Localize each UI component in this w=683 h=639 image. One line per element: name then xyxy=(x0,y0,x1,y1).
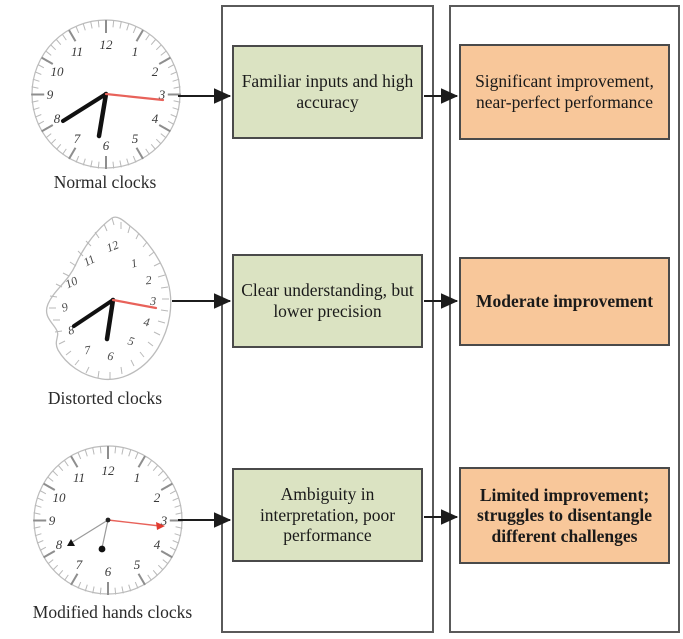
svg-text:1: 1 xyxy=(129,256,138,271)
svg-text:2: 2 xyxy=(145,273,152,288)
hour-hand xyxy=(72,298,115,328)
distorted-outline xyxy=(45,216,172,381)
outcome-box-modified-hands[interactable]: Limited improvement; struggles to disent… xyxy=(459,467,670,564)
observation-box-distorted[interactable]: Clear understanding, but lower precision xyxy=(232,254,423,348)
svg-text:9: 9 xyxy=(49,513,56,528)
svg-text:7: 7 xyxy=(76,557,83,572)
svg-text:6: 6 xyxy=(103,138,110,153)
svg-text:12: 12 xyxy=(104,238,120,255)
svg-text:4: 4 xyxy=(152,111,159,126)
svg-text:10: 10 xyxy=(51,64,65,79)
svg-text:5: 5 xyxy=(126,334,136,349)
clock-label-modified-hands: Modified hands clocks xyxy=(32,602,193,622)
svg-text:2: 2 xyxy=(152,64,159,79)
svg-text:6: 6 xyxy=(107,349,115,364)
svg-text:2: 2 xyxy=(154,490,161,505)
svg-text:1: 1 xyxy=(134,470,141,485)
svg-text:9: 9 xyxy=(60,300,70,315)
svg-text:7: 7 xyxy=(74,131,81,146)
hour-hand xyxy=(70,519,109,544)
outcome-box-normal[interactable]: Significant improvement, near-perfect pe… xyxy=(459,44,670,140)
svg-text:8: 8 xyxy=(54,111,61,126)
second-hand-arrow-marker xyxy=(156,522,165,530)
svg-text:8: 8 xyxy=(66,323,75,338)
svg-text:8: 8 xyxy=(56,537,63,552)
hour-hand-triangle-marker xyxy=(67,539,75,546)
clock-distorted-image: 12 1 2 3 4 5 6 7 8 9 10 11 xyxy=(45,216,172,381)
minute-hand xyxy=(104,297,116,342)
svg-text:3: 3 xyxy=(158,87,166,102)
svg-text:12: 12 xyxy=(102,463,116,478)
minute-hand xyxy=(96,91,109,139)
svg-text:11: 11 xyxy=(71,44,83,59)
clock-label-normal: Normal clocks xyxy=(53,172,157,192)
minute-hand xyxy=(101,519,109,549)
svg-text:10: 10 xyxy=(63,274,80,292)
svg-text:7: 7 xyxy=(83,343,92,358)
second-hand xyxy=(107,519,161,527)
observation-box-modified-hands[interactable]: Ambiguity in interpretation, poor perfor… xyxy=(232,468,423,562)
svg-text:4: 4 xyxy=(154,537,161,552)
clock-center-dot xyxy=(105,517,111,523)
svg-text:9: 9 xyxy=(47,87,54,102)
hour-hand xyxy=(61,92,108,123)
svg-text:3: 3 xyxy=(160,513,168,528)
svg-text:6: 6 xyxy=(105,564,112,579)
clock-face-distorted: 12 1 2 3 4 5 6 7 8 9 10 11 xyxy=(45,216,172,381)
second-hand xyxy=(111,298,158,310)
svg-text:5: 5 xyxy=(132,131,139,146)
svg-text:5: 5 xyxy=(134,557,141,572)
second-hand xyxy=(104,92,165,102)
clock-label-distorted: Distorted clocks xyxy=(47,388,163,408)
observation-box-normal[interactable]: Familiar inputs and high accuracy xyxy=(232,45,423,139)
svg-text:10: 10 xyxy=(53,490,67,505)
svg-text:4: 4 xyxy=(143,315,151,330)
svg-text:12: 12 xyxy=(100,37,114,52)
minute-hand-dot-marker xyxy=(98,545,106,553)
svg-text:3: 3 xyxy=(149,294,156,308)
svg-text:11: 11 xyxy=(73,470,85,485)
outcome-box-distorted[interactable]: Moderate improvement xyxy=(459,257,670,346)
svg-text:1: 1 xyxy=(132,44,139,59)
